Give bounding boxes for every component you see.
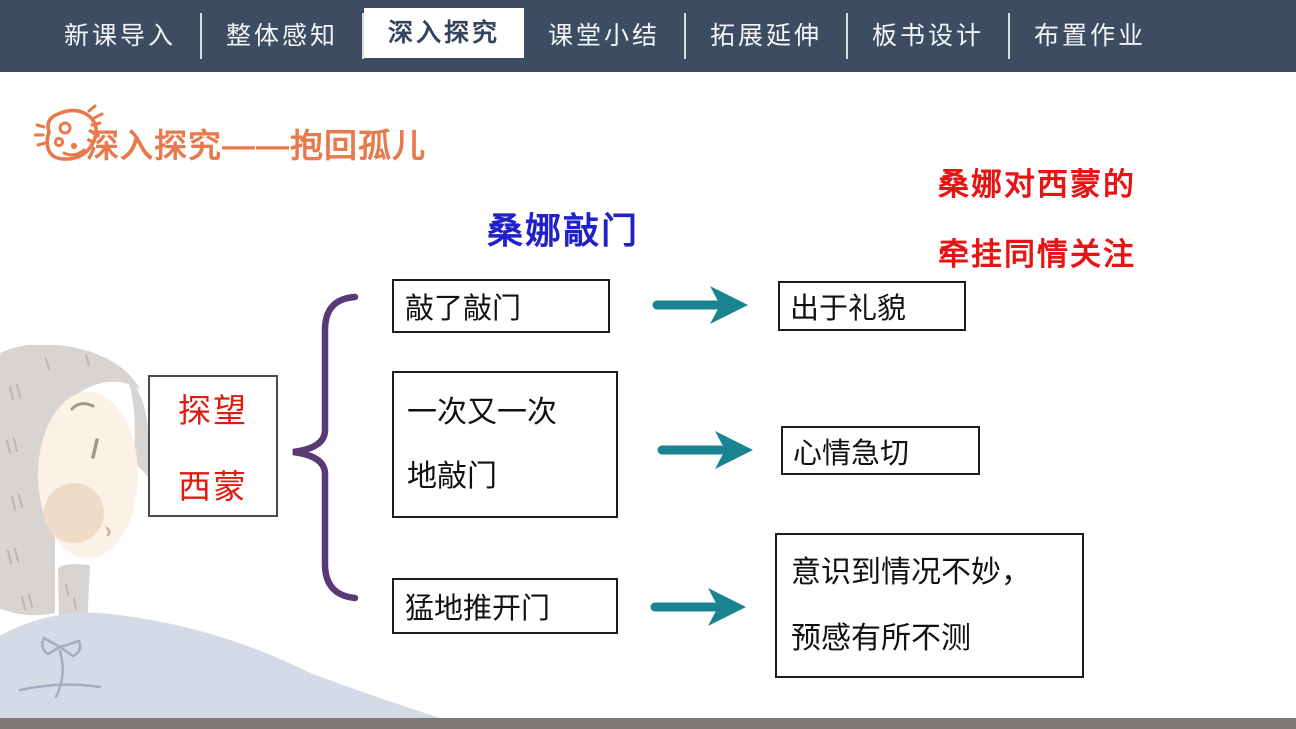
footer-bar	[0, 718, 1296, 729]
action-text: 一次又一次	[407, 395, 557, 429]
nav-divider	[362, 13, 364, 59]
action-box-row1: 敲了敲门	[392, 279, 610, 333]
action-text: 猛地推开门	[405, 593, 551, 625]
top-nav-bar: 新课导入 整体感知 深入探究 课堂小结 拓展延伸 板书设计 布置作业	[0, 0, 1296, 72]
curly-brace-shape	[292, 293, 359, 602]
subject-box: 探望 西蒙	[148, 375, 278, 517]
subject-line: 西蒙	[178, 468, 248, 505]
result-text: 心情急切	[793, 437, 910, 470]
nav-divider	[684, 13, 686, 59]
palette-doodle-icon	[34, 104, 104, 161]
tab-board-design[interactable]: 板书设计	[871, 22, 984, 50]
diagram-heading: 桑娜敲门	[487, 210, 640, 251]
subject-line: 探望	[178, 392, 248, 429]
annotation-text: 桑娜对西蒙的 牵挂同情关注	[938, 150, 1136, 290]
tab-homework[interactable]: 布置作业	[1033, 22, 1146, 50]
action-box-row3: 猛地推开门	[392, 578, 618, 634]
nav-divider	[846, 13, 848, 59]
action-box-row2: 一次又一次 地敲门	[392, 371, 618, 518]
annotation-line: 牵挂同情关注	[938, 237, 1136, 272]
arrow-right-icon	[650, 588, 746, 626]
girl-illustration	[0, 345, 440, 718]
page-title: 深入探究——抱回孤儿	[86, 127, 426, 164]
result-box-row2: 心情急切	[781, 426, 980, 475]
tab-new-lesson[interactable]: 新课导入	[63, 22, 176, 50]
tab-deep-exploration[interactable]: 深入探究	[364, 8, 524, 58]
tab-extension[interactable]: 拓展延伸	[709, 22, 822, 50]
tab-overall-perception[interactable]: 整体感知	[225, 22, 338, 50]
result-text: 出于礼貌	[790, 293, 907, 325]
action-text: 地敲门	[407, 459, 497, 493]
result-box-row3: 意识到情况不妙， 预感有所不测	[775, 533, 1084, 678]
result-text: 意识到情况不妙，	[791, 555, 1031, 589]
action-text: 敲了敲门	[405, 293, 522, 325]
result-box-row1: 出于礼貌	[778, 281, 966, 331]
nav-divider	[200, 13, 202, 59]
arrow-right-icon	[652, 286, 748, 324]
arrow-right-icon	[657, 431, 753, 469]
annotation-line: 桑娜对西蒙的	[938, 167, 1136, 202]
nav-divider	[1008, 13, 1010, 59]
tab-class-summary[interactable]: 课堂小结	[547, 22, 660, 50]
result-text: 预感有所不测	[791, 621, 971, 655]
